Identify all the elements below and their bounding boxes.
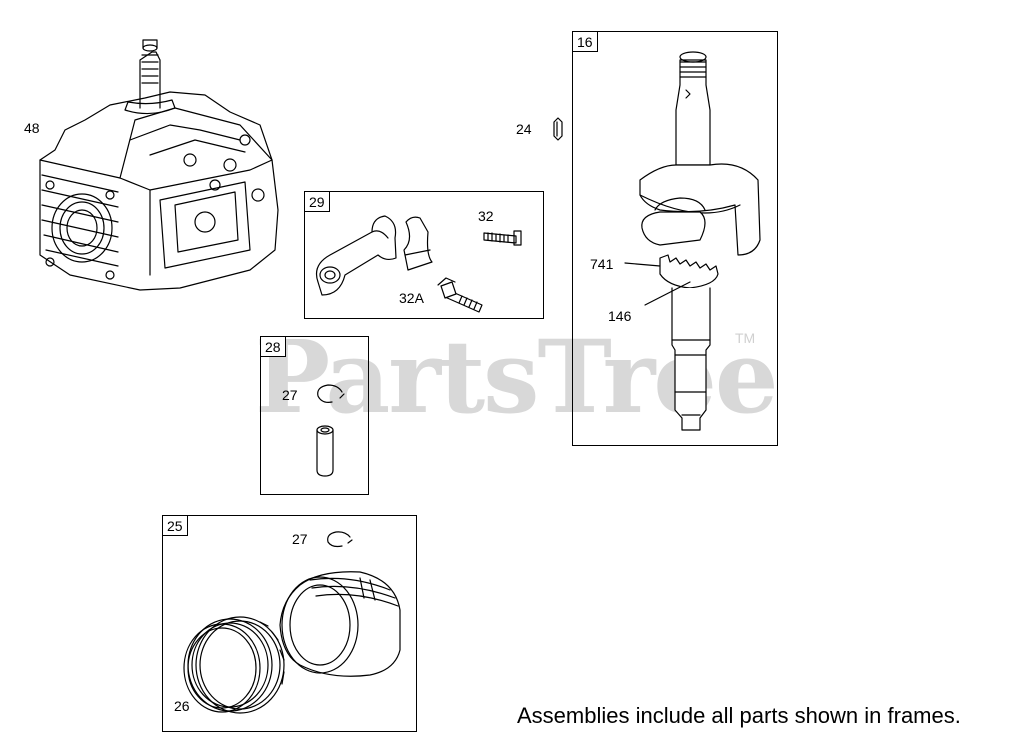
frame-29: 29 <box>304 191 544 319</box>
crankshaft-drawing <box>625 52 760 430</box>
frame-28-tag: 28 <box>260 336 286 357</box>
callout-27-piston: 27 <box>292 531 308 547</box>
key-drawing <box>554 118 562 140</box>
frame-16-tag: 16 <box>572 31 598 52</box>
footnote: Assemblies include all parts shown in fr… <box>517 703 961 728</box>
frame-16: 16 <box>572 31 778 446</box>
connecting-rod-drawing <box>317 216 522 312</box>
frame-25-tag: 25 <box>162 515 188 536</box>
callout-146: 146 <box>608 308 632 324</box>
engine-block-drawing <box>40 40 278 290</box>
callout-32: 32 <box>478 208 494 224</box>
frame-25: 25 <box>162 515 417 732</box>
frame-29-tag: 29 <box>304 191 330 212</box>
callout-48: 48 <box>24 120 40 136</box>
piston-pin-drawing <box>317 385 344 476</box>
callout-27-pin: 27 <box>282 387 298 403</box>
callout-32a: 32A <box>399 290 424 306</box>
watermark-trademark: TM <box>735 330 756 346</box>
callout-26: 26 <box>174 698 190 714</box>
callout-741: 741 <box>590 256 614 272</box>
callout-24: 24 <box>516 121 532 137</box>
piston-drawing <box>184 532 400 713</box>
frame-28: 28 <box>260 336 369 495</box>
